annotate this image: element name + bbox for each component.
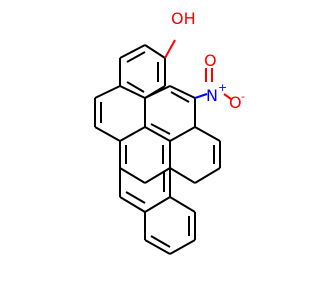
bond: [144, 44, 166, 59]
hydroxyl-bond: [164, 39, 176, 59]
oxygen-right-label: O: [229, 93, 242, 112]
bond: [94, 85, 121, 99]
bond: [169, 196, 196, 213]
bond-lines: [94, 39, 232, 255]
molecule-structure: OH N + O O -: [94, 9, 245, 255]
bond: [119, 85, 146, 99]
bond: [119, 44, 146, 59]
bond: [144, 167, 171, 184]
bond: [194, 167, 221, 184]
nitrogen-charge-label: +: [218, 81, 227, 94]
bond: [144, 85, 171, 99]
bond: [170, 91, 190, 103]
hydroxyl-label: OH: [171, 9, 196, 28]
bond: [169, 167, 196, 184]
nitrogen-label: N: [206, 86, 218, 105]
bond: [119, 126, 146, 142]
bond: [150, 123, 171, 135]
bond: [144, 126, 171, 142]
nitro-bond-right: [223, 93, 232, 100]
bond: [144, 239, 171, 255]
oxygen-right-charge-label: -: [241, 90, 245, 103]
bond: [169, 239, 196, 255]
molecule-svg: OH N + O O -: [94, 9, 245, 255]
bond: [194, 126, 221, 142]
bond: [125, 191, 146, 204]
bond: [144, 196, 171, 213]
bond: [169, 85, 196, 99]
bond: [150, 235, 171, 248]
bond: [126, 81, 145, 93]
bond: [119, 167, 146, 184]
atom-labels: OH N + O O -: [171, 9, 245, 112]
nitro-bond: [194, 93, 208, 99]
bond: [126, 51, 146, 63]
bond: [119, 196, 146, 213]
oxygen-top-label: O: [204, 51, 217, 70]
bond: [169, 126, 196, 142]
bond: [94, 126, 121, 142]
